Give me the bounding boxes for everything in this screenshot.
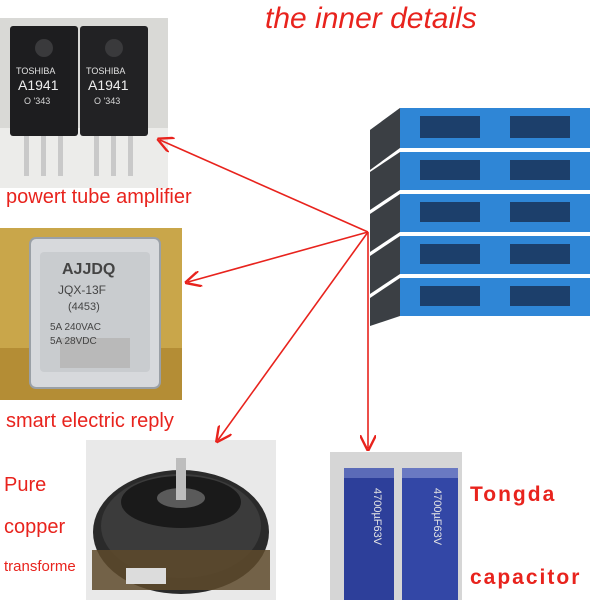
page-title: the inner details xyxy=(265,2,477,35)
transistor-left-part: A1941 xyxy=(18,77,59,93)
transformer-photo xyxy=(86,440,276,600)
label-transformer: transforme xyxy=(4,558,76,575)
relay-rating-ac: 5A 240VAC xyxy=(50,322,101,333)
amplifier-stack-photo xyxy=(360,100,600,330)
capacitor-right-text: 4700µF63V xyxy=(431,488,443,546)
relay-rating-dc: 5A 28VDC xyxy=(50,336,97,347)
label-capacitor: capacitor xyxy=(470,566,582,589)
relay-model: JQX-13F xyxy=(58,283,106,297)
label-relay: smart electric reply xyxy=(6,410,174,432)
transistor-left-brand: TOSHIBA xyxy=(16,66,55,76)
label-tongda: Tongda xyxy=(470,483,557,506)
transistor-photo: TOSHIBA A1941 O '343 TOSHIBA A1941 O '34… xyxy=(0,18,168,188)
capacitor-photo: 4700µF63V 4700µF63V xyxy=(330,452,462,600)
label-pure: Pure xyxy=(4,474,47,496)
relay-brand: AJJDQ xyxy=(62,261,115,278)
capacitor-left-text: 4700µF63V xyxy=(371,488,383,546)
transistor-right-code: O '343 xyxy=(94,96,120,106)
arrow-to-transformer xyxy=(218,231,369,440)
label-tube-amplifier: powert tube amplifier xyxy=(6,186,192,208)
relay-photo: AJJDQ JQX-13F (4453) 5A 240VAC 5A 28VDC xyxy=(0,228,182,400)
arrow-to-relay xyxy=(188,231,369,282)
transistor-right-brand: TOSHIBA xyxy=(86,66,125,76)
transistor-left-code: O '343 xyxy=(24,96,50,106)
label-copper: copper xyxy=(4,516,66,538)
transistor-right-part: A1941 xyxy=(88,77,129,93)
relay-code: (4453) xyxy=(68,301,100,313)
